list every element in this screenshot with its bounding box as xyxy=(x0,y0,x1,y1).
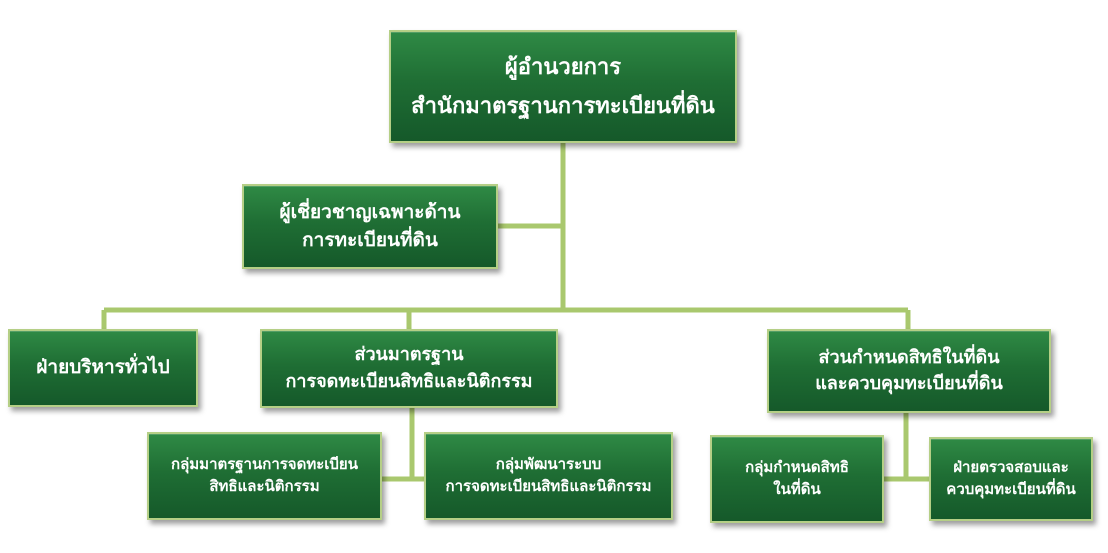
expert-field: การทะเบียนที่ดิน xyxy=(302,228,438,251)
director-office: สำนักมาตรฐานการทะเบียนที่ดิน xyxy=(411,92,715,119)
standards-division-title: ส่วนมาตรฐาน xyxy=(354,344,464,366)
standards-division-box: ส่วนมาตรฐาน การจดทะเบียนสิทธิและนิติกรรม xyxy=(260,329,558,408)
connector-rights-groups xyxy=(884,413,929,482)
standards-group-box: กลุ่มมาตรฐานการจดทะเบียน สิทธิและนิติกรร… xyxy=(147,432,382,520)
standards-division-subtitle: การจดทะเบียนสิทธิและนิติกรรม xyxy=(285,370,533,392)
audit-section-box: ฝ่ายตรวจสอบและ ควบคุมทะเบียนที่ดิน xyxy=(929,437,1093,521)
rights-division-title: ส่วนกำหนดสิทธิในที่ดิน xyxy=(818,346,1000,368)
general-admin-box: ฝ่ายบริหารทั่วไป xyxy=(8,329,198,407)
rights-group-title: กลุ่มกำหนดสิทธิ xyxy=(745,458,849,477)
development-group-title: กลุ่มพัฒนาระบบ xyxy=(495,455,602,474)
connector-standards-groups xyxy=(382,408,424,482)
audit-section-subtitle: ควบคุมทะเบียนที่ดิน xyxy=(946,480,1076,498)
development-group-box: กลุ่มพัฒนาระบบ การจดทะเบียนสิทธิและนิติก… xyxy=(424,432,673,520)
expert-box: ผู้เชี่ยวชาญเฉพาะด้าน การทะเบียนที่ดิน xyxy=(242,184,498,269)
rights-group-subtitle: ในที่ดิน xyxy=(773,480,821,498)
director-title: ผู้อำนวยการ xyxy=(504,54,622,80)
standards-group-subtitle: สิทธิและนิติกรรม xyxy=(209,477,320,495)
expert-title: ผู้เชี่ยวชาญเฉพาะด้าน xyxy=(279,200,461,223)
standards-group-title: กลุ่มมาตรฐานการจดทะเบียน xyxy=(171,455,358,474)
general-admin-title: ฝ่ายบริหารทั่วไป xyxy=(36,356,170,379)
audit-section-title: ฝ่ายตรวจสอบและ xyxy=(953,458,1069,477)
rights-group-box: กลุ่มกำหนดสิทธิ ในที่ดิน xyxy=(710,435,884,523)
director-box: ผู้อำนวยการ สำนักมาตรฐานการทะเบียนที่ดิน xyxy=(389,30,737,143)
rights-division-subtitle: และควบคุมทะเบียนที่ดิน xyxy=(815,373,1003,394)
development-group-subtitle: การจดทะเบียนสิทธิและนิติกรรม xyxy=(445,477,652,495)
rights-division-box: ส่วนกำหนดสิทธิในที่ดิน และควบคุมทะเบียนท… xyxy=(767,329,1051,413)
